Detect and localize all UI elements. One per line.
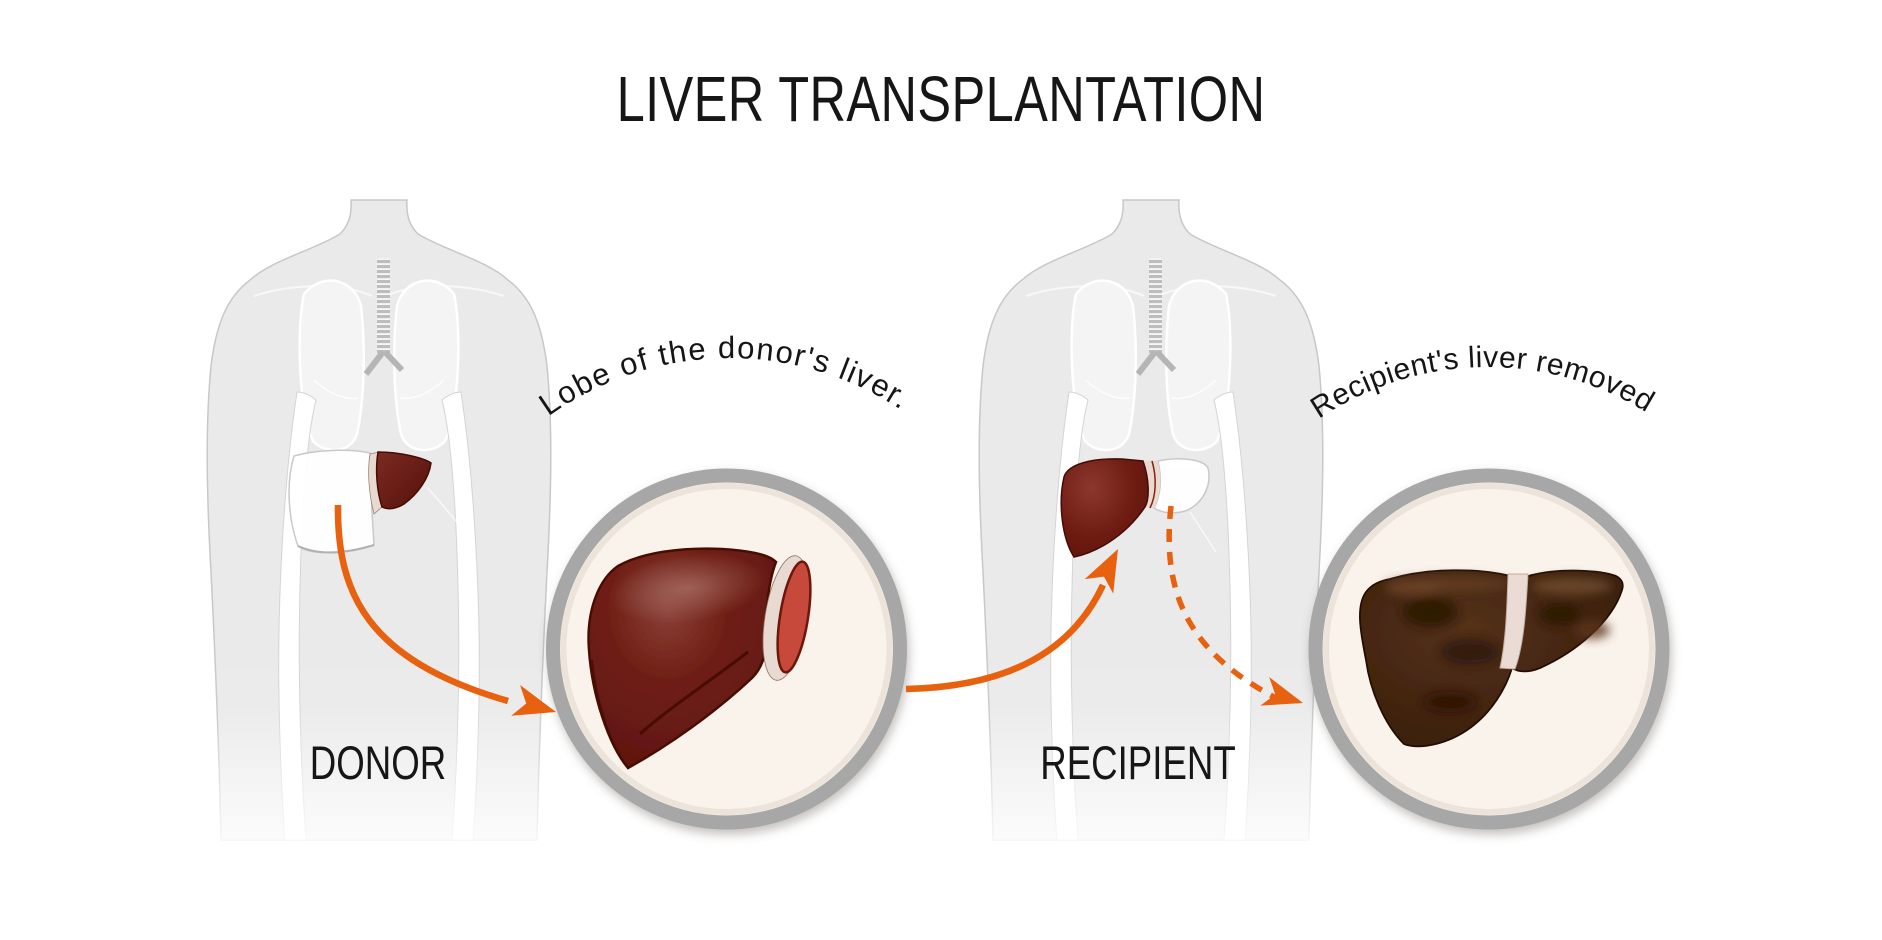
circle-ring <box>546 468 907 830</box>
rib-highlight-line <box>1189 511 1217 553</box>
donor-remaining-lobe <box>375 451 432 510</box>
cut-face-red <box>776 560 812 674</box>
donor-liver-lower-edge <box>297 544 375 554</box>
recipient-label: RECIPIENT <box>1040 736 1236 789</box>
flow-arrows <box>334 504 1303 716</box>
circle-ring <box>1308 468 1670 830</box>
figures-layer <box>207 200 1323 840</box>
page-title: LIVER TRANSPLANTATION <box>616 63 1266 135</box>
recipient-removed-callout-text: Recipient's liver removed <box>1305 341 1660 425</box>
recipient-cut-band <box>1143 460 1161 508</box>
falciform-ligament-band <box>1499 573 1529 670</box>
rib-highlight-line <box>427 487 473 541</box>
inner-shade-ring <box>1323 483 1655 815</box>
arrow-recipient-to-removed-dashed <box>1166 505 1278 701</box>
donor-removed-lobe-outline <box>288 449 375 554</box>
arrowhead-icon <box>1084 549 1118 594</box>
diseased-liver-illustration <box>1359 569 1624 748</box>
arrowhead-icon <box>1260 676 1303 706</box>
gloss-line <box>1161 461 1207 472</box>
donor-label: DONOR <box>309 736 447 789</box>
recipient-removed-callout-label: Recipient's liver removed <box>1305 341 1660 425</box>
recipient-liver-callout-circle <box>1308 468 1670 830</box>
recipient-transplanted-lobe <box>1060 458 1149 558</box>
recipient-liver <box>1060 458 1217 558</box>
cut-line <box>1149 460 1156 509</box>
donor-lobe-illustration <box>587 547 812 770</box>
lobe-highlight <box>608 552 768 624</box>
lobe-crease <box>638 650 749 736</box>
donor-lobe-callout-label: Lobe of the donor's liver. <box>533 330 918 422</box>
arrow-donor-to-lobe <box>334 504 509 705</box>
lobe-crease <box>591 659 629 769</box>
diseased-liver-texture <box>1385 577 1612 712</box>
inner-shade-ring <box>560 483 893 815</box>
arrowhead-icon <box>511 685 556 716</box>
donor-lobe-callout-circle <box>546 468 907 830</box>
arrow-lobe-to-recipient <box>905 583 1106 693</box>
donor-liver <box>288 449 473 554</box>
donor-lobe-callout-text: Lobe of the donor's liver. <box>533 330 916 422</box>
